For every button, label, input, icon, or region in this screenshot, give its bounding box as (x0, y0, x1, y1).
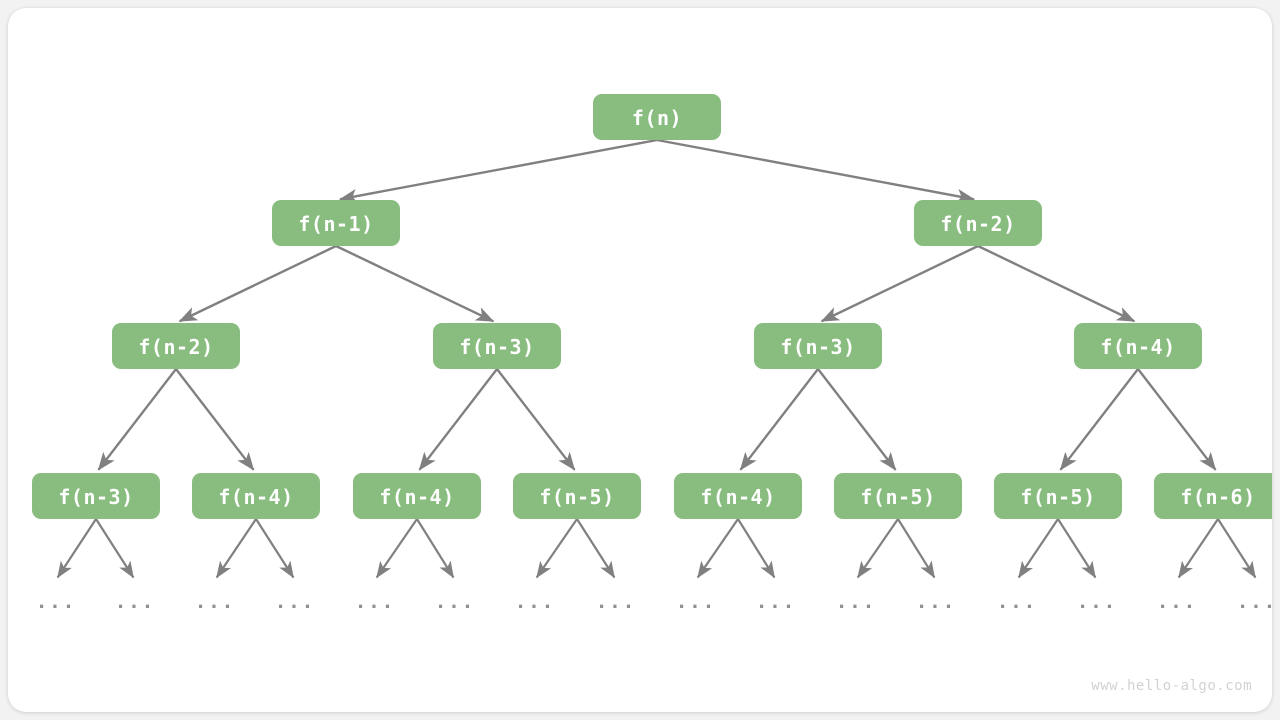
node-label: f(n-3) (780, 335, 855, 359)
diagram-card: f(n) f(n-1) f(n-2) f(n-2) f(n-3) f(n-3) f(n-4)… (8, 8, 1272, 712)
tree-node[interactable]: f(n-4) (674, 473, 802, 519)
node-label: f(n-2) (138, 335, 213, 359)
ellipsis-leaf: ... (596, 591, 636, 613)
node-box (32, 473, 160, 519)
node-label: f(n-5) (1020, 485, 1095, 509)
leaf-edge (737, 518, 776, 579)
leaf-edge (1217, 518, 1257, 579)
recursion-tree: f(n) f(n-1) f(n-2) f(n-2) f(n-3) f(n-3) f(n-4)… (32, 94, 1272, 613)
ellipsis-leaf: ... (676, 591, 716, 613)
tree-node[interactable]: f(n-2) (914, 200, 1042, 246)
ellipsis-leaf: ... (756, 591, 796, 613)
tree-node[interactable]: f(n-4) (353, 473, 481, 519)
ellipsis-leaf: ... (1157, 591, 1197, 613)
tree-edge (1059, 368, 1139, 471)
tree-node[interactable]: f(n-3) (433, 323, 561, 369)
tree-node[interactable]: f(n-6) (1154, 473, 1272, 519)
tree-node[interactable]: f(n-5) (994, 473, 1122, 519)
ellipsis-leaf: ... (115, 591, 155, 613)
node-box (272, 200, 400, 246)
node-label: f(n-5) (539, 485, 614, 509)
ellipsis-leaf: ... (355, 591, 395, 613)
tree-node[interactable]: f(n-3) (32, 473, 160, 519)
leaf-edge (897, 518, 936, 579)
tree-edge (496, 368, 576, 471)
tree-edge (817, 368, 897, 471)
leaf-edge (535, 518, 578, 579)
node-label: f(n) (632, 106, 682, 130)
node-label: f(n-2) (940, 212, 1015, 236)
node-box (192, 473, 320, 519)
tree-node[interactable]: f(n-3) (754, 323, 882, 369)
leaf-edges-layer (56, 518, 1257, 579)
node-box (513, 473, 641, 519)
leaf-edge (56, 518, 97, 579)
tree-edge (418, 368, 498, 471)
tree-edge (338, 138, 658, 204)
ellipsis-leaf: ... (515, 591, 555, 613)
tree-edge (178, 244, 337, 323)
tree-edge (656, 138, 976, 204)
node-label: f(n-1) (298, 212, 373, 236)
node-box (674, 473, 802, 519)
ellipsis-leaf: ... (997, 591, 1037, 613)
leaf-edge (696, 518, 739, 579)
node-label: f(n-3) (459, 335, 534, 359)
ellipsis-layer: ........................................… (36, 591, 1272, 613)
leaf-edge (416, 518, 455, 579)
tree-edge (1137, 368, 1217, 471)
ellipsis-leaf: ... (916, 591, 956, 613)
node-label: f(n-4) (1100, 335, 1175, 359)
ellipsis-leaf: ... (836, 591, 876, 613)
leaf-edge (1017, 518, 1059, 579)
tree-node[interactable]: f(n-5) (513, 473, 641, 519)
tree-edge (97, 368, 177, 471)
tree-edge (977, 244, 1136, 323)
tree-node[interactable]: f(n) (593, 94, 721, 140)
node-box (593, 94, 721, 140)
tree-edge (820, 244, 979, 323)
node-box (1154, 473, 1272, 519)
leaf-edge (215, 518, 257, 579)
ellipsis-leaf: ... (275, 591, 315, 613)
edges-layer (97, 138, 1217, 471)
ellipsis-leaf: ... (1077, 591, 1117, 613)
tree-edge (175, 368, 255, 471)
node-label: f(n-3) (58, 485, 133, 509)
node-label: f(n-6) (1180, 485, 1255, 509)
node-label: f(n-5) (860, 485, 935, 509)
leaf-edge (1057, 518, 1097, 579)
ellipsis-leaf: ... (36, 591, 76, 613)
tree-edge (335, 244, 495, 323)
leaf-edge (856, 518, 899, 579)
leaf-edge (576, 518, 616, 579)
node-box (353, 473, 481, 519)
node-box (914, 200, 1042, 246)
tree-node[interactable]: f(n-5) (834, 473, 962, 519)
tree-node[interactable]: f(n-2) (112, 323, 240, 369)
node-box (754, 323, 882, 369)
nodes-layer: f(n) f(n-1) f(n-2) f(n-2) f(n-3) f(n-3) f(n-4)… (32, 94, 1272, 519)
node-box (1074, 323, 1202, 369)
tree-node[interactable]: f(n-4) (1074, 323, 1202, 369)
watermark: www.hello-algo.com (1091, 678, 1252, 694)
ellipsis-leaf: ... (1237, 591, 1272, 613)
node-box (994, 473, 1122, 519)
ellipsis-leaf: ... (195, 591, 235, 613)
leaf-edge (95, 518, 135, 579)
tree-edge (739, 368, 819, 471)
ellipsis-leaf: ... (435, 591, 475, 613)
tree-node[interactable]: f(n-4) (192, 473, 320, 519)
node-box (112, 323, 240, 369)
leaf-edge (255, 518, 295, 579)
node-label: f(n-4) (379, 485, 454, 509)
tree-node[interactable]: f(n-1) (272, 200, 400, 246)
leaf-edge (375, 518, 418, 579)
node-label: f(n-4) (700, 485, 775, 509)
node-box (433, 323, 561, 369)
node-label: f(n-4) (218, 485, 293, 509)
node-box (834, 473, 962, 519)
leaf-edge (1177, 518, 1219, 579)
